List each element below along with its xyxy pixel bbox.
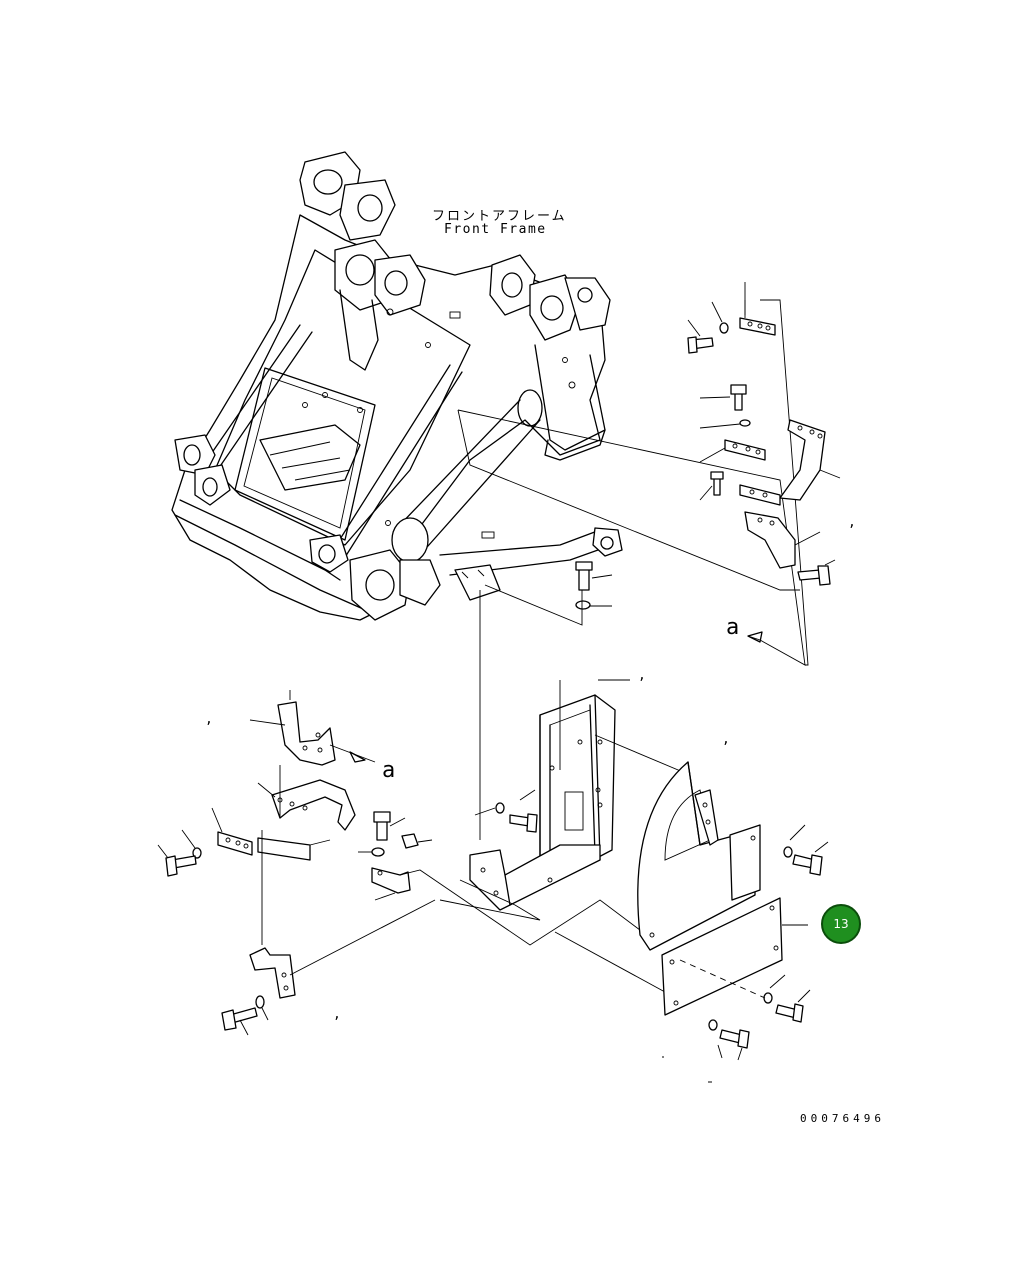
- front-frame: [171, 151, 623, 621]
- view-a-detail-label: a: [382, 758, 396, 783]
- ref-mark: ,: [333, 1007, 341, 1022]
- frame-title-en: Front Frame: [444, 222, 547, 237]
- view-a-detail: [687, 282, 841, 666]
- view-a-leaders: [457, 409, 806, 840]
- right-panel-assembly: [637, 761, 829, 1083]
- ref-mark: ,: [205, 712, 213, 727]
- part-callout-badge[interactable]: 13: [821, 904, 861, 944]
- drawing-number: 00076496: [800, 1112, 885, 1125]
- frame-bolt: [575, 561, 613, 610]
- ref-mark: ,: [848, 515, 856, 530]
- frame-title-jp: フロントアフレーム: [432, 209, 567, 224]
- view-a-label: a: [726, 615, 740, 640]
- ref-mark: ,: [722, 732, 730, 747]
- center-box-assembly: [439, 679, 691, 993]
- left-bracket-assembly: [157, 690, 661, 1036]
- ref-mark: ,: [638, 668, 646, 683]
